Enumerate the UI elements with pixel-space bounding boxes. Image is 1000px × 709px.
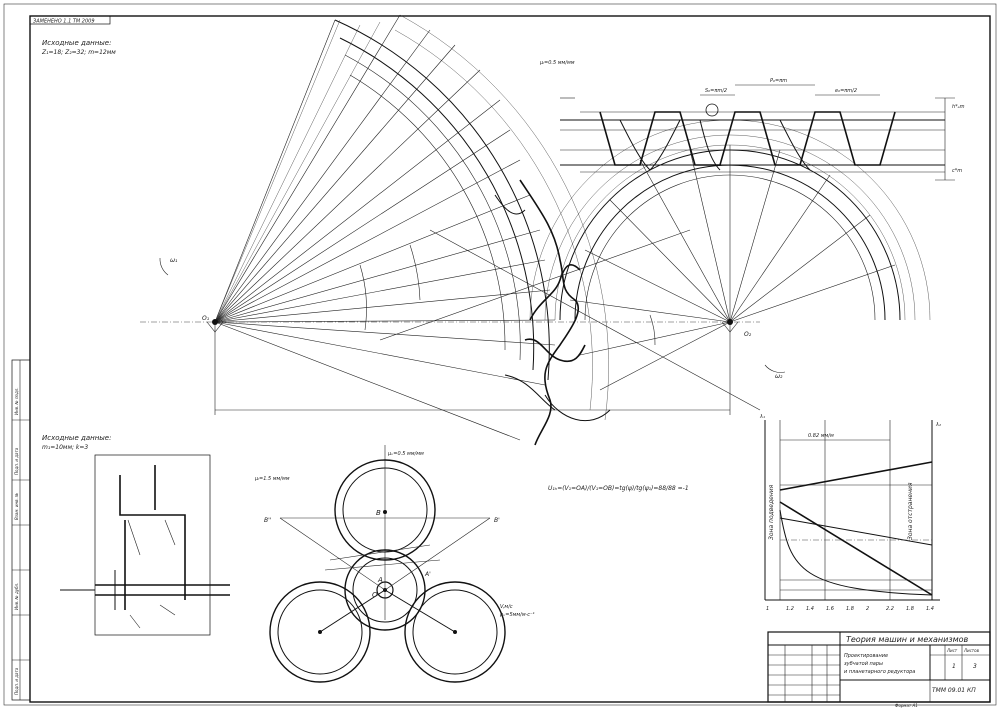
sheet-label: Лист	[946, 648, 958, 653]
svg-text:2.2: 2.2	[886, 606, 894, 612]
center-o2: O₂	[744, 331, 752, 338]
title-sub-2: зубчатой пары	[844, 661, 883, 667]
svg-text:1.8: 1.8	[846, 606, 854, 612]
rack-pitch-label: P₀=πm	[770, 78, 787, 84]
rack-half-right: e₀=πm/2	[835, 88, 857, 94]
planetary-drawing: Исходные данные: m₁=10мм; k=3 μₗ=1.5 мм/…	[42, 434, 689, 683]
gear-pair-drawing: Исходные данные: Z₁=18; Z₂=32; m=12мм μₗ…	[41, 14, 931, 446]
diagram-zone-left: Зона подведения	[768, 484, 775, 540]
title-sub-1: Проектирование	[844, 653, 888, 659]
gear-scale: μₗ=0.5 мм/мм	[539, 60, 575, 66]
svg-text:Подп. и дата: Подп. и дата	[14, 667, 19, 695]
doc-code: ТММ 09.01 КП	[932, 687, 976, 694]
point-B-left: B''	[264, 517, 272, 524]
point-A: A	[377, 576, 383, 584]
point-O: O	[372, 591, 378, 599]
top-stamp-box	[29, 15, 111, 25]
svg-text:Инв. № дубл.: Инв. № дубл.	[14, 583, 19, 610]
point-A-prime: A'	[424, 571, 431, 578]
rack-drawing: P₀=πm S₀=πm/2 e₀=πm/2 h*ₐm c*m	[560, 78, 965, 181]
coefficient-diagram: 0.82 мм/м λ₁ λ₂ Зона подведения Зона отс…	[759, 414, 941, 612]
rack-half-left: S₀=πm/2	[705, 88, 727, 94]
side-stamps: Инв. № подл. Подп. и дата Взам. инв. № И…	[11, 359, 31, 701]
svg-text:1.8: 1.8	[906, 606, 914, 612]
ratio-formula: U₁ₕ=(V₁=OA)/(V₁=OB)=tg(ψ)/tg(ψ₁)=88/88 =…	[548, 485, 689, 492]
format-label: Формат A1	[895, 703, 918, 708]
svg-text:1.4: 1.4	[806, 606, 814, 612]
rack-ha: h*ₐm	[952, 104, 965, 110]
gear-initial-title: Исходные данные:	[42, 39, 111, 47]
sheet-no: 1	[952, 663, 956, 670]
title-main: Теория машин и механизмов	[846, 635, 969, 644]
svg-text:1.6: 1.6	[826, 606, 834, 612]
inner-frame	[29, 15, 991, 703]
center-o1: O₁	[202, 315, 210, 322]
diagram-zone-right: Зона отстранения	[907, 482, 914, 540]
svg-text:1: 1	[766, 606, 769, 612]
svg-text:Подп. и дата: Подп. и дата	[14, 447, 19, 475]
diagram-axis-top-right: λ₂	[935, 422, 941, 428]
omega-2: ω₂	[775, 373, 783, 380]
svg-text:2: 2	[866, 606, 869, 612]
top-stamp-text: ЗАМЕНЕНО 1.1 ТМ 2009	[33, 19, 95, 25]
title-sub-3: и планетарного редуктора	[844, 669, 915, 675]
planet-initial-values: m₁=10мм; k=3	[42, 444, 88, 451]
svg-text:1.2: 1.2	[786, 606, 794, 612]
point-B-right: B'	[494, 517, 500, 524]
title-block: Теория машин и механизмов Проектирование…	[767, 631, 991, 708]
omega-1: ω₁	[170, 257, 178, 264]
planet-scale-top: μᵥ=0.5 мм/мм	[387, 451, 424, 457]
sheets-total: 3	[973, 663, 977, 670]
sheets-label: Листов	[963, 648, 980, 653]
point-B: B	[376, 509, 381, 517]
diagram-axis-top-left: λ₁	[759, 414, 765, 420]
gear-initial-values: Z₁=18; Z₂=32; m=12мм	[41, 49, 116, 56]
outer-frame	[3, 3, 997, 706]
diagram-top-dim: 0.82 мм/м	[808, 433, 834, 439]
velocity-scale: μᵥ=5мм/м·с⁻¹	[499, 612, 535, 618]
rack-hf: c*m	[952, 168, 962, 174]
svg-text:1.4: 1.4	[926, 606, 934, 612]
planet-scale-left: μₗ=1.5 мм/мм	[254, 476, 290, 482]
velocity-axis-label: V,м/с	[500, 604, 513, 610]
planet-initial-title: Исходные данные:	[42, 434, 111, 442]
svg-text:Взам. инв. №: Взам. инв. №	[14, 493, 19, 520]
svg-text:Инв. № подл.: Инв. № подл.	[14, 387, 19, 415]
